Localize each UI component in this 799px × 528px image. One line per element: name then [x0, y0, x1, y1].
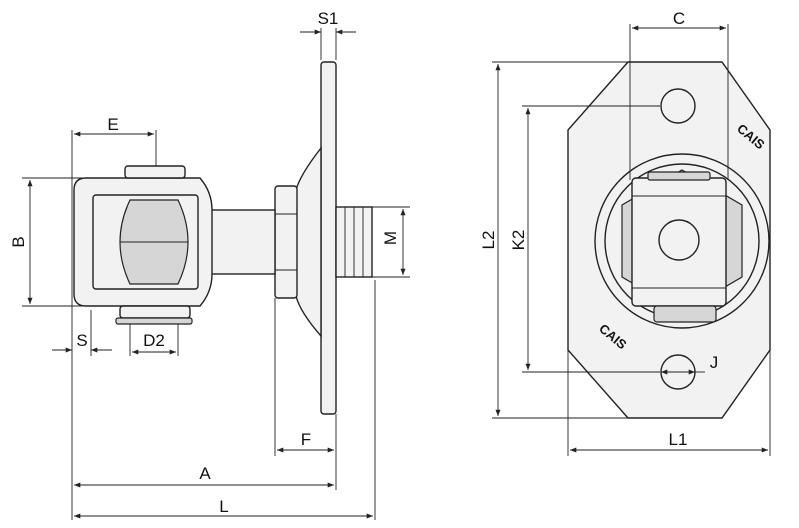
side-view: S1 E B M S D2 F A L — [9, 9, 410, 520]
dim-label-l: L — [219, 497, 228, 516]
washer — [115, 317, 193, 325]
mounting-plate — [320, 61, 337, 415]
pin-top — [124, 165, 186, 179]
dim-label-m: M — [381, 231, 400, 245]
pin-hole — [658, 219, 700, 261]
dim-label-c: C — [673, 9, 685, 28]
dim-label-a: A — [199, 464, 211, 483]
dim-label-b: B — [9, 236, 28, 247]
dim-label-s: S — [76, 331, 87, 350]
dim-label-s1: S1 — [318, 9, 339, 28]
weld-bead — [295, 145, 322, 338]
dim-label-j: J — [710, 353, 719, 372]
dim-label-k2: K2 — [509, 230, 528, 251]
dim-label-e: E — [107, 115, 118, 134]
dim-label-d2: D2 — [143, 331, 165, 350]
front-view: CAIS CAIS C L2 K2 J L1 — [479, 9, 771, 456]
hex-nut — [274, 185, 298, 299]
dim-label-l2: L2 — [479, 231, 498, 250]
pin-bottom — [119, 305, 191, 319]
dim-label-l1: L1 — [669, 430, 688, 449]
mount-hole-top — [660, 88, 696, 124]
shaft — [209, 209, 276, 275]
dim-label-f: F — [301, 430, 311, 449]
